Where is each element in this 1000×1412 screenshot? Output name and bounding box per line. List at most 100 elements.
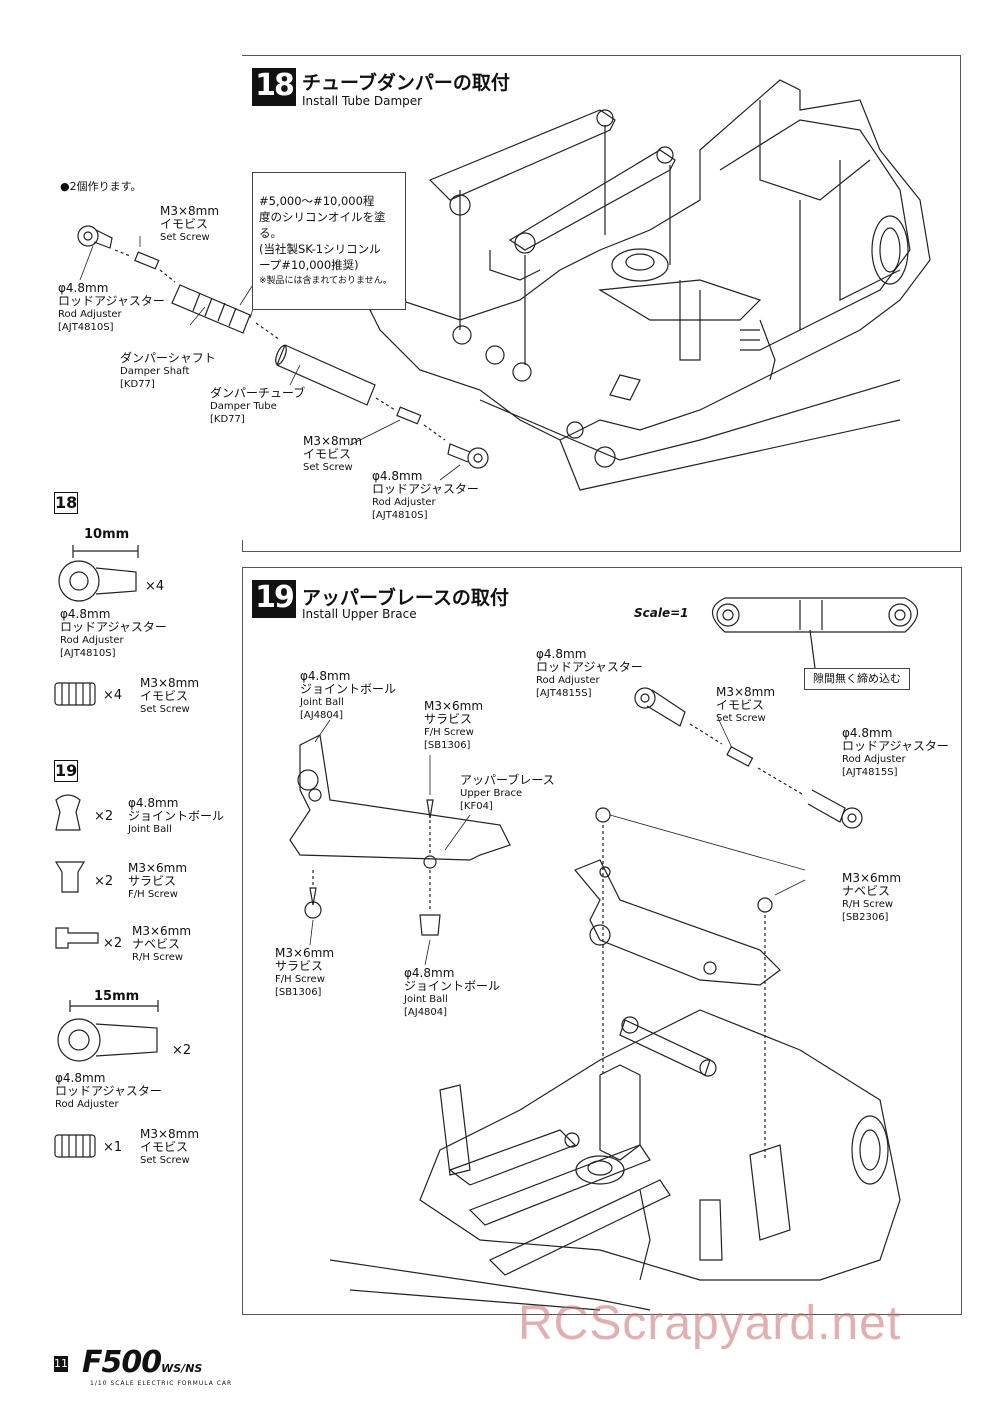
- step19-tight-note: 隙間無く締め込む: [804, 668, 910, 690]
- step18-make-two-note: ●2個作ります。: [60, 180, 142, 193]
- step19-fh-screw-bottom-label: M3×6mm サラビス F/H Screw [SB1306]: [275, 947, 334, 999]
- label-jp: イモビス: [140, 1140, 189, 1154]
- step18-set-screw-bottom-label: M3×8mm イモビス Set Screw: [303, 435, 362, 474]
- step19-rod-adjuster-top-label: φ4.8mm ロッドアジャスター Rod Adjuster [AJT4815S]: [536, 648, 643, 700]
- label-code: [KF04]: [460, 801, 493, 812]
- step19-scale-label: Scale=1: [634, 606, 689, 620]
- step18-damper-shaft-label: ダンパーシャフト Damper Shaft [KD77]: [120, 352, 216, 391]
- label-size: M3×8mm: [140, 1127, 200, 1141]
- label-en: Joint Ball: [128, 824, 172, 835]
- label-en: Rod Adjuster: [536, 675, 600, 686]
- parts18-rod-label: φ4.8mm ロッドアジャスター Rod Adjuster [AJT4810S]: [60, 608, 167, 660]
- label-size: M3×8mm: [140, 676, 200, 690]
- step18-rod-adjuster-left-label: φ4.8mm ロッドアジャスター Rod Adjuster [AJT4810S]: [58, 282, 165, 334]
- label-size: φ4.8mm: [60, 607, 111, 621]
- label-code: [KD77]: [120, 379, 155, 390]
- step18-title-jp: チューブダンパーの取付: [302, 72, 510, 94]
- step19-fh-screw-top-label: M3×6mm サラビス F/H Screw [SB1306]: [424, 700, 483, 752]
- parts18-rod-qty: ×4: [145, 579, 165, 594]
- parts18-screw-label: M3×8mm イモビス Set Screw: [140, 677, 199, 716]
- oil-note-small: ※製品には含まれておりません。: [259, 276, 392, 286]
- brand-subtitle: 1/10 SCALE ELECTRIC FORMULA CAR: [90, 1380, 233, 1387]
- step19-joint-ball-top-label: φ4.8mm ジョイントボール Joint Ball [AJ4804]: [300, 670, 396, 722]
- step18-frame: [242, 55, 961, 552]
- label-en: Damper Shaft: [120, 366, 190, 377]
- label-en: Set Screw: [140, 704, 190, 715]
- parts19-rod-label: φ4.8mm ロッドアジャスター Rod Adjuster: [55, 1072, 162, 1111]
- parts19-screw-qty: ×1: [103, 1140, 123, 1155]
- parts19-drawings: [54, 794, 159, 1158]
- label-code: [AJT4815S]: [536, 688, 592, 699]
- parts19-dim: 15mm: [94, 989, 140, 1004]
- parts18-screw-qty: ×4: [103, 688, 123, 703]
- label-jp: ジョイントボール: [300, 682, 397, 696]
- label-size: φ4.8mm: [128, 796, 179, 810]
- label-en: R/H Screw: [842, 899, 894, 910]
- label-jp: ダンパーシャフト: [120, 351, 216, 365]
- label-code: [KD77]: [210, 414, 245, 425]
- step18-chassis-drawing: [369, 79, 931, 491]
- label-size: M3×8mm: [160, 204, 220, 218]
- step18-oil-note: #5,000〜#10,000程 度のシリコンオイルを塗る。 (当社製SK-1シリ…: [252, 172, 406, 310]
- step19-title-en: Install Upper Brace: [302, 607, 417, 621]
- label-jp: ロッドアジャスター: [842, 739, 949, 753]
- label-en: Rod Adjuster: [842, 754, 906, 765]
- parts18-drawings: [54, 545, 139, 706]
- step18-frame-bottom: [242, 540, 961, 552]
- label-en: Set Screw: [140, 1155, 190, 1166]
- label-en: Rod Adjuster: [55, 1099, 119, 1110]
- label-jp: ロッドアジャスター: [58, 294, 165, 308]
- step19-joint-ball-bottom-label: φ4.8mm ジョイントボール Joint Ball [AJ4804]: [404, 967, 500, 1019]
- label-jp: ロッドアジャスター: [536, 660, 643, 674]
- label-en: Set Screw: [716, 713, 766, 724]
- label-size: φ4.8mm: [536, 647, 587, 661]
- label-size: M3×8mm: [303, 434, 363, 448]
- brand-logo: F500WS/NS: [82, 1345, 202, 1380]
- label-size: φ4.8mm: [300, 669, 351, 683]
- label-size: M3×6mm: [132, 924, 192, 938]
- step19-title-jp: アッパーブレースの取付: [302, 587, 509, 609]
- step18-set-screw-top-label: M3×8mm イモビス Set Screw: [160, 205, 219, 244]
- label-jp: イモビス: [140, 689, 189, 703]
- oil-note-text: #5,000〜#10,000程 度のシリコンオイルを塗る。 (当社製SK-1シリ…: [259, 194, 386, 272]
- label-en: R/H Screw: [132, 952, 184, 963]
- label-code: [AJT4810S]: [372, 510, 428, 521]
- brand-suffix: WS/NS: [161, 1362, 203, 1375]
- label-en: Set Screw: [160, 232, 210, 243]
- label-jp: サラビス: [128, 874, 177, 888]
- brand-name: F500: [82, 1345, 162, 1380]
- scale-brace-drawing: [711, 597, 919, 669]
- step19-upper-brace-label: アッパーブレース Upper Brace [KF04]: [460, 774, 555, 813]
- label-code: [AJ4804]: [300, 710, 344, 721]
- parts19-screw-label: M3×8mm イモビス Set Screw: [140, 1128, 199, 1167]
- label-jp: ナベビス: [842, 884, 891, 898]
- label-size: M3×6mm: [842, 871, 902, 885]
- step18-number: 18: [252, 68, 296, 106]
- label-size: φ4.8mm: [842, 726, 893, 740]
- step19-exploded-rod: [634, 687, 863, 829]
- label-code: [AJT4810S]: [60, 648, 116, 659]
- step18-damper-tube-label: ダンパーチューブ Damper Tube [KD77]: [210, 387, 305, 426]
- label-jp: イモビス: [716, 698, 765, 712]
- label-jp: サラビス: [275, 959, 324, 973]
- label-en: Rod Adjuster: [372, 497, 436, 508]
- label-en: Joint Ball: [300, 697, 344, 708]
- label-jp: ナベビス: [132, 937, 181, 951]
- parts19-rh-screw-qty: ×2: [103, 936, 123, 951]
- label-en: Damper Tube: [210, 401, 277, 412]
- label-jp: ジョイントボール: [128, 809, 225, 823]
- label-jp: サラビス: [424, 712, 473, 726]
- label-jp: ロッドアジャスター: [55, 1084, 162, 1098]
- label-code: [AJT4810S]: [58, 322, 114, 333]
- step19-brace-drawing: [289, 734, 511, 936]
- label-size: M3×6mm: [424, 699, 484, 713]
- label-code: [AJ4804]: [404, 1007, 448, 1018]
- label-en: F/H Screw: [424, 727, 474, 738]
- label-size: φ4.8mm: [404, 966, 455, 980]
- label-en: F/H Screw: [275, 974, 325, 985]
- label-jp: ジョイントボール: [404, 979, 501, 993]
- step18-rod-adjuster-right-label: φ4.8mm ロッドアジャスター Rod Adjuster [AJT4810S]: [372, 470, 479, 522]
- parts19-fh-screw-qty: ×2: [94, 874, 114, 889]
- parts19-rh-screw-label: M3×6mm ナベビス R/H Screw: [132, 925, 191, 964]
